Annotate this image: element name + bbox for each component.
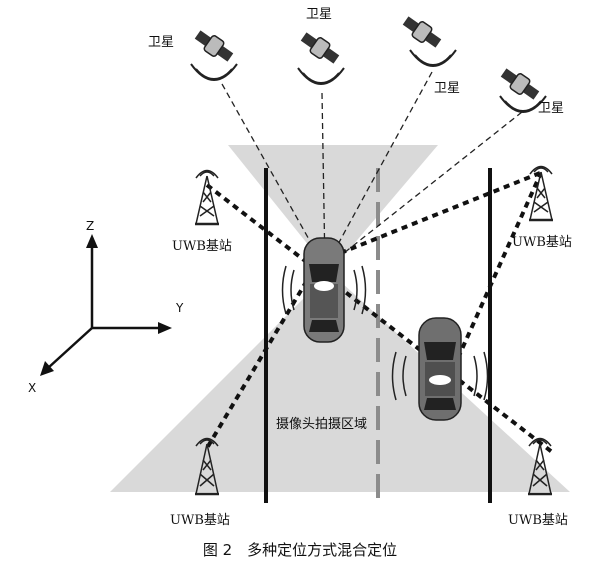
satellite-3-waves bbox=[409, 49, 457, 67]
uwb-station-label: UWB基站 bbox=[170, 513, 230, 528]
satellite-1 bbox=[194, 30, 234, 62]
camera-field-upper bbox=[228, 145, 438, 272]
satellite-3 bbox=[402, 16, 442, 48]
camera-area-label: 摄像头拍摄区域 bbox=[276, 417, 367, 432]
figure-caption: 图 2 多种定位方式混合定位 bbox=[203, 541, 397, 559]
uwb-tower-icon bbox=[195, 437, 219, 496]
vehicle-rear-waves bbox=[391, 351, 489, 401]
uwb-tower-icon bbox=[528, 437, 552, 496]
satellite-label: 卫星 bbox=[434, 81, 460, 96]
axis-label-z: Z bbox=[86, 219, 94, 233]
uwb-signal-lines bbox=[205, 171, 554, 454]
axis-label-y: Y bbox=[175, 301, 184, 315]
axis-label-x: X bbox=[28, 381, 36, 395]
uwb-station-label: UWB基站 bbox=[508, 513, 568, 528]
uwb-station-1 bbox=[195, 169, 219, 226]
uwb-station-4 bbox=[528, 437, 552, 496]
uwb-station-label: UWB基站 bbox=[172, 239, 232, 254]
satellite-4-waves bbox=[499, 95, 547, 113]
uwb-tower-icon bbox=[195, 169, 219, 226]
satellite-2 bbox=[300, 32, 340, 64]
satellite-label: 卫星 bbox=[148, 35, 174, 50]
uwb-station-3 bbox=[195, 437, 219, 496]
coordinate-axes bbox=[40, 234, 172, 376]
satellite-icon bbox=[300, 32, 340, 64]
camera-field-lower bbox=[110, 272, 570, 492]
car-icon bbox=[418, 317, 462, 421]
satellite-4 bbox=[500, 68, 540, 100]
satellite-label: 卫星 bbox=[538, 101, 564, 116]
vehicle-front-waves bbox=[281, 265, 367, 315]
satellite-label: 卫星 bbox=[306, 7, 332, 22]
uwb-station-2 bbox=[529, 165, 553, 222]
satellite-icon bbox=[500, 68, 540, 100]
satellite-1-waves bbox=[190, 63, 238, 81]
vehicle-front bbox=[281, 237, 367, 343]
satellite-icon bbox=[402, 16, 442, 48]
satellite-icon bbox=[194, 30, 234, 62]
satellite-2-waves bbox=[297, 67, 345, 85]
uwb-station-label: UWB基站 bbox=[512, 235, 572, 250]
car-icon bbox=[303, 237, 345, 343]
vehicle-rear bbox=[391, 317, 489, 421]
uwb-tower-icon bbox=[529, 165, 553, 222]
